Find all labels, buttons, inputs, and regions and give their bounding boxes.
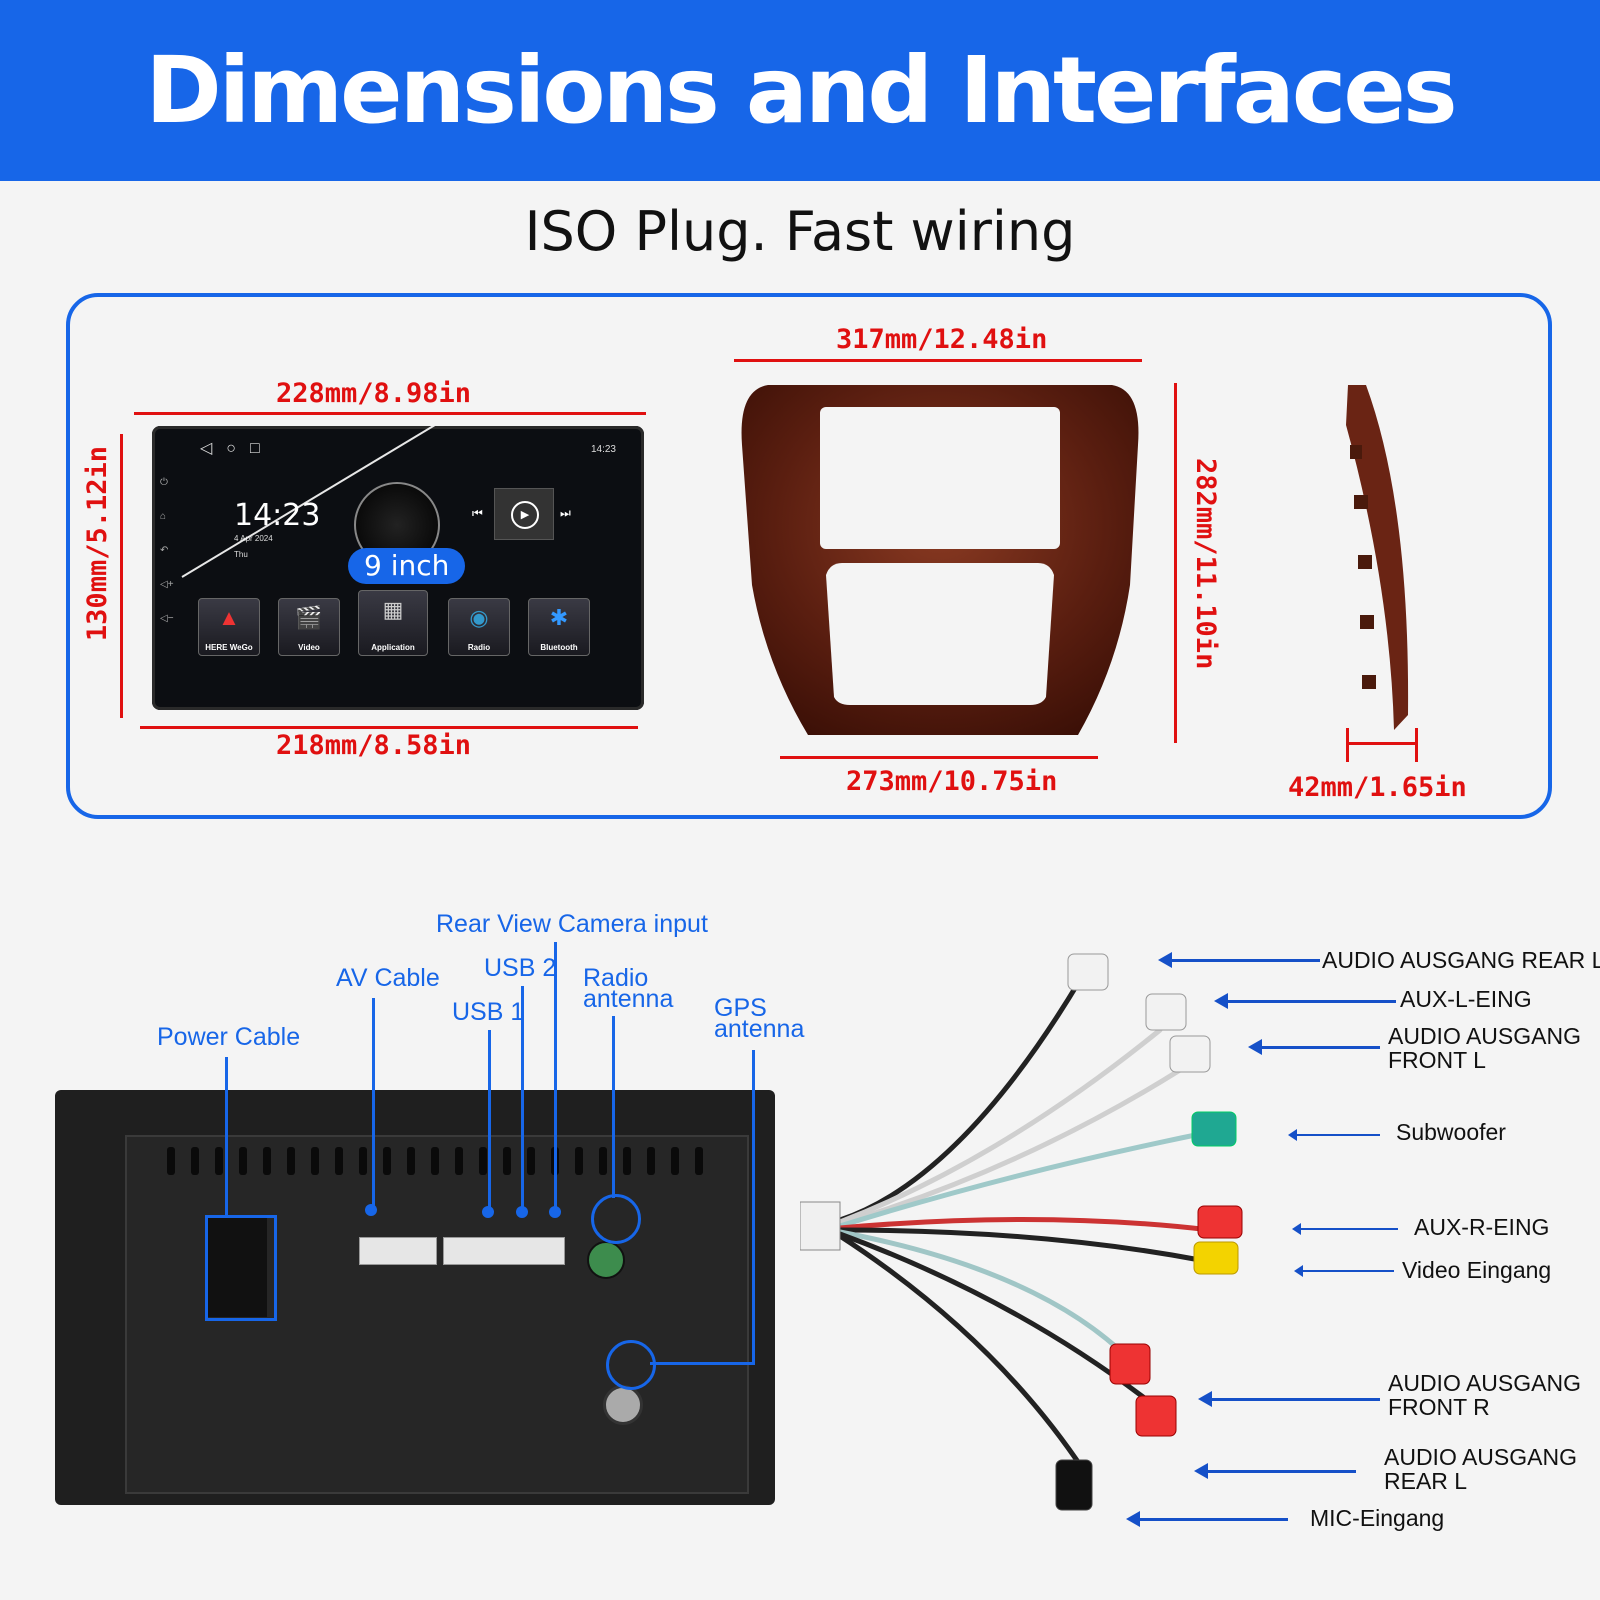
bluetooth-icon: ✱ bbox=[549, 605, 569, 630]
wire-label-mic: MIC-Eingang bbox=[1310, 1505, 1445, 1531]
media-widget: ▶ bbox=[494, 488, 554, 540]
top-width-label: 228mm/8.98in bbox=[276, 378, 472, 409]
radio-antenna-label: Radio antenna bbox=[583, 964, 674, 1013]
clock: 14:23 bbox=[234, 498, 321, 533]
gps-antenna-label: GPS antenna bbox=[714, 994, 805, 1043]
height-label: 130mm/5.12in bbox=[82, 446, 113, 642]
app-application: ▦Application bbox=[358, 590, 428, 656]
bezel-height-line bbox=[1174, 383, 1177, 743]
app-bluetooth: ✱Bluetooth bbox=[528, 598, 590, 656]
play-icon: ▶ bbox=[511, 501, 539, 529]
gps-leader-line-horizontal bbox=[650, 1362, 755, 1365]
arrow-w9 bbox=[1126, 1511, 1288, 1527]
radio-leader-line bbox=[612, 1016, 615, 1198]
rear-camera-label: Rear View Camera input bbox=[436, 910, 708, 938]
power-cable-label: Power Cable bbox=[157, 1023, 301, 1051]
next-icon: ⏭ bbox=[560, 506, 571, 520]
gps-leader-line-vertical bbox=[752, 1050, 755, 1364]
bezel-height-label: 282mm/11.10in bbox=[1190, 458, 1221, 670]
bezel-top-label: 317mm/12.48in bbox=[836, 324, 1048, 355]
bottom-width-label: 218mm/8.58in bbox=[276, 730, 472, 761]
page-title: Dimensions and Interfaces bbox=[145, 37, 1457, 144]
arrow-w3 bbox=[1248, 1039, 1380, 1055]
wire-label-audio-rear-l: AUDIO AUSGANG REAR L bbox=[1322, 947, 1600, 973]
video-icon: 🎬 bbox=[295, 605, 323, 630]
arrow-w4 bbox=[1288, 1129, 1380, 1141]
arrow-w1 bbox=[1158, 952, 1320, 968]
arrow-w6 bbox=[1294, 1265, 1394, 1277]
top-width-line bbox=[134, 412, 646, 415]
usb2-leader-line bbox=[521, 986, 524, 1212]
wire-label-audio-rear-l-2: AUDIO AUSGANG REAR L bbox=[1384, 1444, 1577, 1494]
av-cable-label: AV Cable bbox=[336, 964, 440, 992]
header-banner: Dimensions and Interfaces bbox=[0, 0, 1600, 181]
nav-bar-icons: ◁○□ bbox=[200, 440, 274, 457]
arrow-w8 bbox=[1194, 1463, 1356, 1479]
grid-icon: ▦ bbox=[382, 597, 404, 622]
dimensions-panel bbox=[66, 293, 1552, 819]
av-port bbox=[359, 1237, 437, 1265]
depth-tick-right bbox=[1415, 728, 1418, 762]
av-leader-line bbox=[372, 998, 375, 1210]
depth-tick-left bbox=[1346, 728, 1349, 762]
arrow-w5 bbox=[1292, 1223, 1398, 1235]
app-here-wego: ▲HERE WeGo bbox=[198, 598, 260, 656]
usb1-label: USB 1 bbox=[452, 998, 525, 1026]
head-unit-screen: ⏻⌂↶◁+◁− ◁○□ 14:23 14:23 4 Apr 2024 Thu ⏮… bbox=[152, 426, 644, 710]
wire-label-subwoofer: Subwoofer bbox=[1396, 1119, 1506, 1145]
depth-line bbox=[1348, 742, 1418, 745]
bottom-width-line bbox=[140, 726, 638, 729]
side-buttons: ⏻⌂↶◁+◁− bbox=[160, 477, 174, 624]
bezel-bottom-label: 273mm/10.75in bbox=[846, 766, 1058, 797]
navigation-icon: ▲ bbox=[218, 605, 240, 630]
back-panel bbox=[125, 1135, 749, 1494]
usb2-label: USB 2 bbox=[484, 954, 557, 982]
arrow-w7 bbox=[1198, 1391, 1380, 1407]
depth-label: 42mm/1.65in bbox=[1288, 772, 1467, 803]
power-port-highlight bbox=[205, 1215, 277, 1321]
radio-icon: ◉ bbox=[469, 605, 489, 630]
date: 4 Apr 2024 bbox=[234, 534, 273, 543]
head-unit-back bbox=[55, 1090, 775, 1505]
rca-wire-harness-image bbox=[800, 953, 1243, 1511]
rear-camera-leader-line bbox=[554, 942, 557, 1212]
wire-label-aux-r: AUX-R-EING bbox=[1414, 1214, 1550, 1240]
wood-bezel-image bbox=[741, 385, 1139, 735]
page-subtitle: ISO Plug. Fast wiring bbox=[524, 200, 1076, 263]
app-video: 🎬Video bbox=[278, 598, 340, 656]
arrow-w2 bbox=[1214, 993, 1396, 1009]
app-radio: ◉Radio bbox=[448, 598, 510, 656]
bezel-side-profile-image bbox=[1346, 385, 1409, 730]
bezel-bottom-line bbox=[780, 756, 1098, 759]
wire-label-aux-l: AUX-L-EING bbox=[1400, 986, 1532, 1012]
wire-label-audio-front-l: AUDIO AUSGANG FRONT L bbox=[1388, 1023, 1581, 1073]
status-time: 14:23 bbox=[590, 444, 616, 455]
wire-label-video: Video Eingang bbox=[1402, 1257, 1552, 1283]
gps-antenna-port bbox=[603, 1385, 643, 1425]
height-line bbox=[120, 434, 123, 718]
wire-label-audio-front-r: AUDIO AUSGANG FRONT R bbox=[1388, 1370, 1581, 1420]
radio-antenna-port bbox=[587, 1241, 625, 1279]
usb-camera-port-block bbox=[443, 1237, 565, 1265]
power-leader-line bbox=[225, 1057, 228, 1215]
previous-icon: ⏮ bbox=[472, 506, 483, 520]
usb1-leader-line bbox=[488, 1030, 491, 1212]
screen-size-badge: 9 inch bbox=[348, 548, 466, 584]
bezel-top-line bbox=[734, 359, 1142, 362]
power-port bbox=[207, 1217, 267, 1317]
day: Thu bbox=[234, 550, 248, 559]
